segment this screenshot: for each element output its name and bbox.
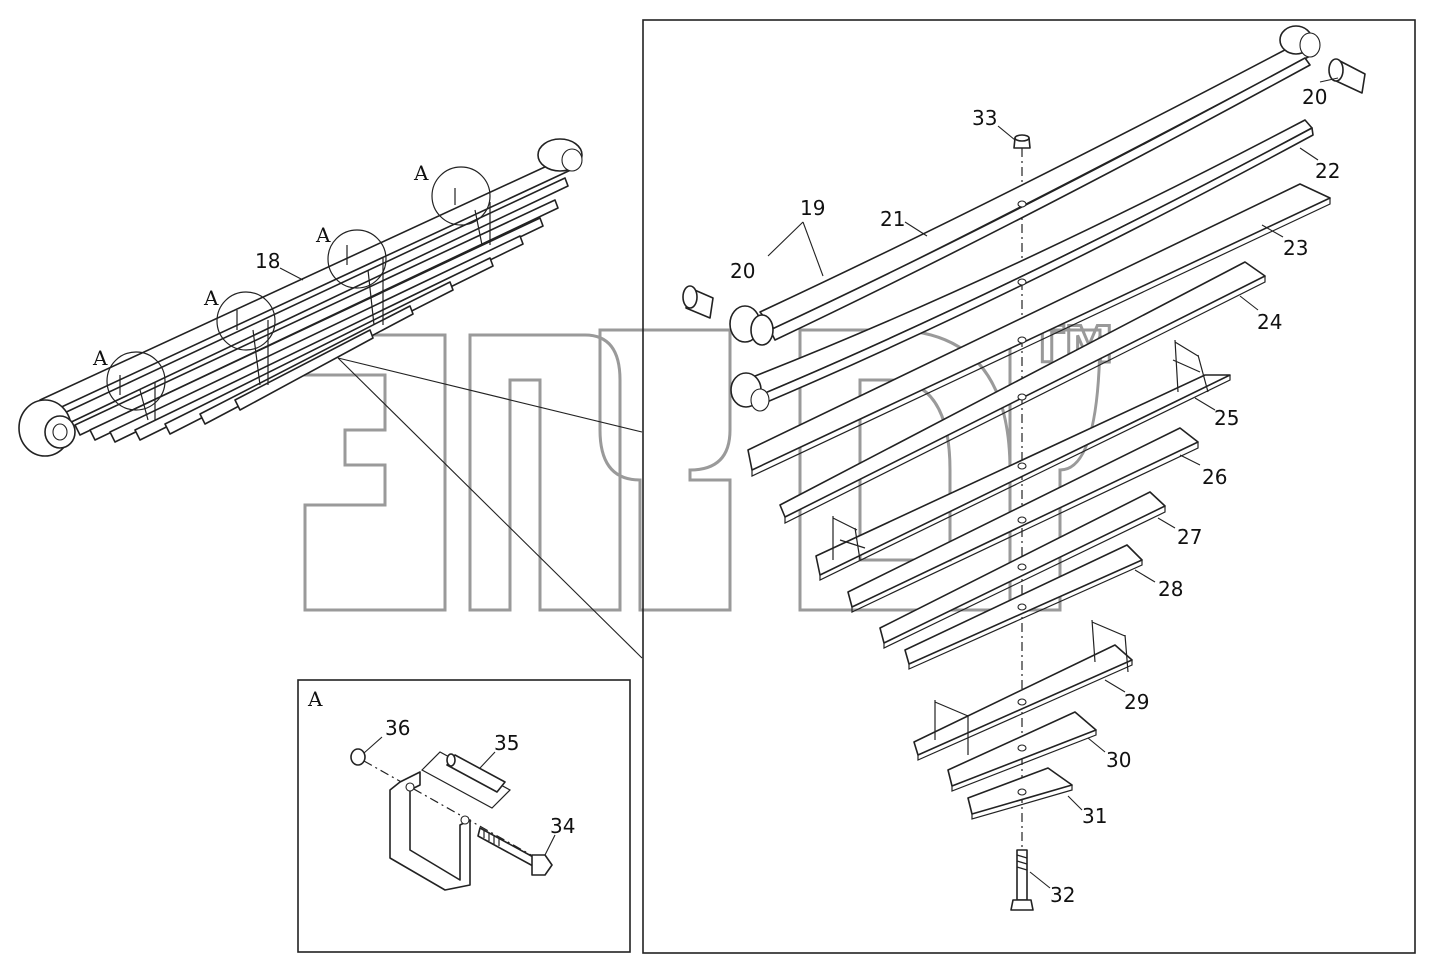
view-marker-a-1: A <box>92 346 108 370</box>
detail-a-box: A 36 35 34 <box>297 679 631 953</box>
callout-33: 33 <box>972 106 997 130</box>
callout-32: 32 <box>1050 883 1075 907</box>
callout-20-right: 20 <box>1302 85 1327 109</box>
detail-a-label: A <box>307 687 323 711</box>
callout-34: 34 <box>550 814 575 838</box>
callout-36: 36 <box>385 716 410 740</box>
callout-21: 21 <box>880 207 905 231</box>
callout-27: 27 <box>1177 525 1202 549</box>
callout-30: 30 <box>1106 748 1131 772</box>
callout-18: 18 <box>255 249 280 273</box>
callout-22: 22 <box>1315 159 1340 183</box>
callout-29: 29 <box>1124 690 1149 714</box>
view-marker-a-2: A <box>203 286 219 310</box>
callout-25: 25 <box>1214 406 1239 430</box>
view-marker-a-3: A <box>315 223 331 247</box>
callout-19: 19 <box>800 196 825 220</box>
assembled-leaf-spring: A A A A 18 <box>18 138 643 659</box>
watermark: TM <box>303 315 1115 612</box>
callout-24: 24 <box>1257 310 1282 334</box>
callout-23: 23 <box>1283 236 1308 260</box>
callout-28: 28 <box>1158 577 1183 601</box>
callout-31: 31 <box>1082 804 1107 828</box>
callout-20-left: 20 <box>730 259 755 283</box>
callout-35: 35 <box>494 731 519 755</box>
callout-26: 26 <box>1202 465 1227 489</box>
exploded-view: 20 20 19 21 22 23 24 25 <box>642 19 1416 954</box>
view-marker-a-4: A <box>413 161 429 185</box>
